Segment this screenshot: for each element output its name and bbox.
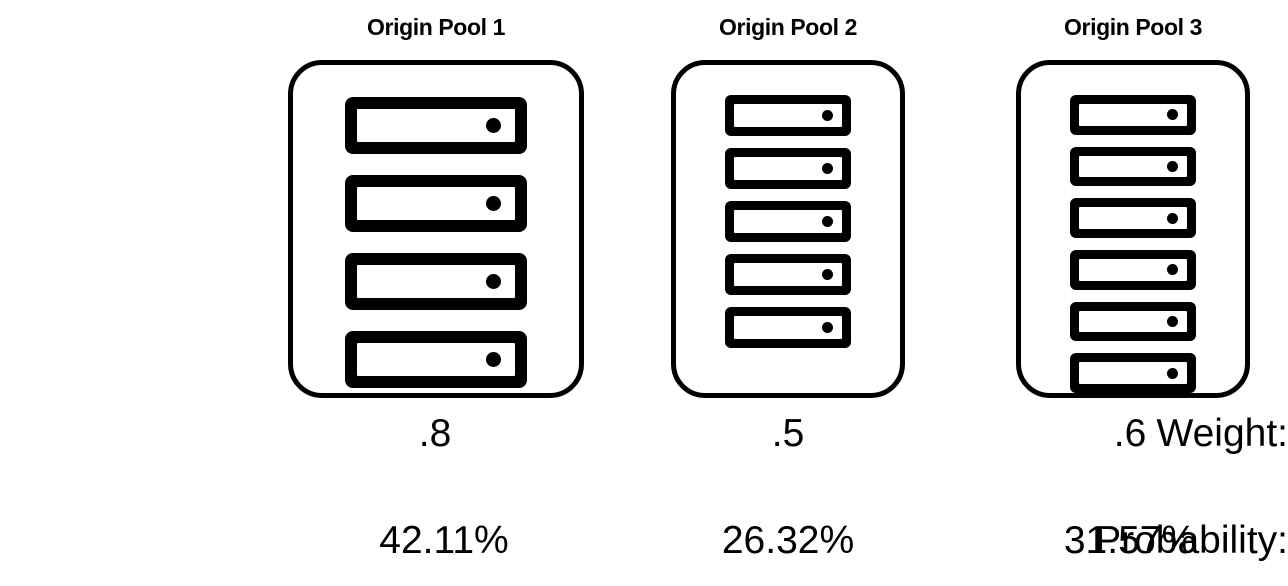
server-led-icon — [1167, 161, 1178, 172]
server-unit[interactable] — [1070, 301, 1196, 342]
server-led-icon — [1167, 367, 1178, 379]
server-unit[interactable] — [725, 254, 851, 295]
server-led-icon — [822, 216, 833, 227]
server-unit[interactable] — [1070, 95, 1196, 135]
server-led-icon — [486, 274, 501, 289]
probability-value-pool-3: 31.57% — [1063, 519, 1197, 562]
server-face — [1079, 362, 1187, 385]
server-led-icon — [1167, 316, 1178, 328]
server-face — [734, 210, 842, 233]
pool-title-1: Origin Pool 1 — [367, 14, 505, 40]
server-face — [734, 104, 842, 127]
server-led-icon — [486, 352, 501, 367]
server-face — [734, 157, 842, 180]
server-unit[interactable] — [725, 148, 851, 189]
server-unit[interactable] — [345, 175, 527, 232]
server-led-icon — [1167, 264, 1178, 276]
server-face — [1079, 259, 1187, 281]
server-face — [734, 316, 842, 339]
server-unit[interactable] — [725, 201, 851, 242]
server-led-icon — [822, 110, 833, 121]
server-face — [1079, 104, 1187, 126]
server-unit[interactable] — [725, 307, 851, 348]
server-led-icon — [822, 163, 833, 174]
server-led-icon — [822, 269, 833, 280]
probability-value-pool-1: 42.11% — [379, 519, 509, 562]
weight-value-pool-1: .8 — [418, 412, 452, 455]
server-unit[interactable] — [1070, 250, 1196, 290]
server-unit[interactable] — [1070, 198, 1196, 239]
server-led-icon — [1167, 212, 1178, 224]
server-unit[interactable] — [345, 253, 527, 310]
pool-container-2[interactable] — [671, 60, 905, 398]
server-face — [1079, 310, 1187, 333]
server-led-icon — [822, 322, 833, 333]
probability-row-label: Probability: — [1095, 519, 1288, 562]
pool-title-2: Origin Pool 2 — [719, 14, 857, 40]
server-face — [1079, 155, 1187, 178]
pool-container-3[interactable] — [1016, 60, 1250, 398]
pool-container-1[interactable] — [288, 60, 584, 398]
server-led-icon — [486, 196, 501, 211]
server-unit[interactable] — [345, 97, 527, 154]
pool-title-3: Origin Pool 3 — [1064, 14, 1202, 40]
weight-value-pool-3: .6 — [1113, 412, 1147, 455]
server-unit[interactable] — [345, 331, 527, 388]
server-unit[interactable] — [1070, 353, 1196, 394]
server-face — [1079, 207, 1187, 230]
server-led-icon — [1167, 109, 1178, 121]
server-unit[interactable] — [1070, 146, 1196, 187]
server-led-icon — [486, 118, 501, 133]
server-unit[interactable] — [725, 95, 851, 136]
weight-row-label: Weight: — [1156, 412, 1288, 455]
weight-value-pool-2: .5 — [771, 412, 805, 455]
probability-value-pool-2: 26.32% — [721, 519, 855, 562]
server-face — [734, 263, 842, 286]
